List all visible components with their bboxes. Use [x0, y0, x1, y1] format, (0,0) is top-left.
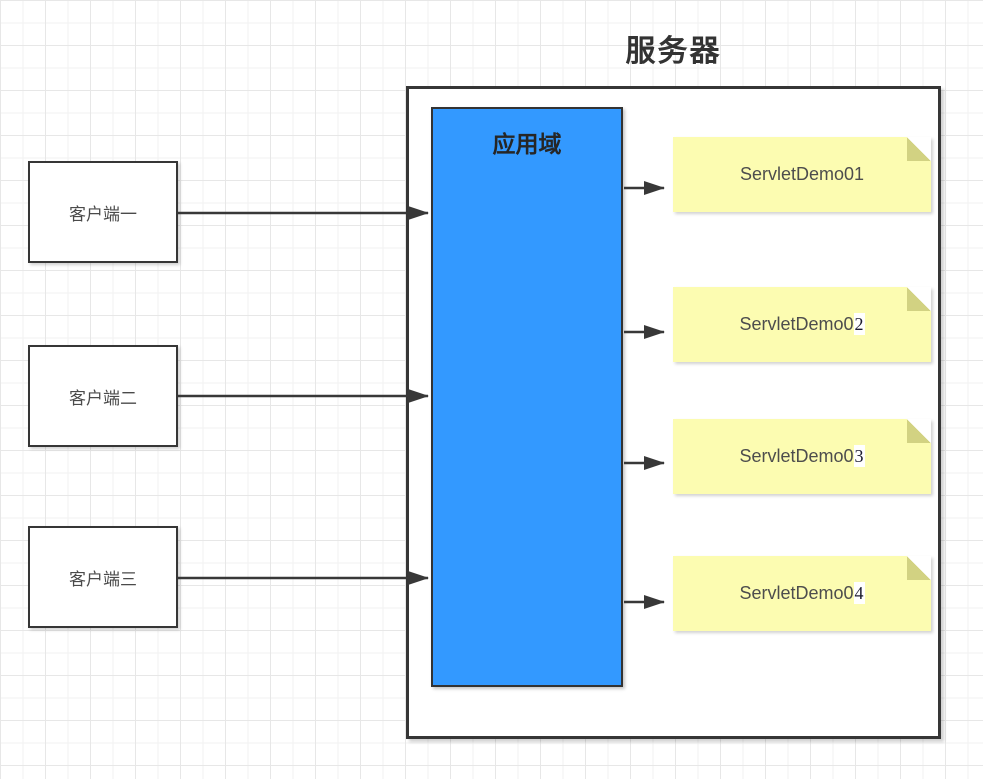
servlet-note-2: ServletDemo02: [673, 287, 931, 362]
app-domain-label: 应用域: [492, 131, 562, 157]
servlet-label-2-suffix: 2: [853, 313, 865, 335]
servlet-note-1: ServletDemo01: [673, 137, 931, 212]
client-box-3: 客户端三: [28, 526, 178, 628]
folded-corner-icon: [907, 556, 931, 580]
app-domain-box: 应用域: [431, 107, 623, 687]
servlet-label-4-suffix: 4: [853, 582, 865, 604]
servlet-label-4: ServletDemo04: [739, 582, 865, 604]
diagram-title: 服务器: [625, 35, 722, 68]
servlet-note-3: ServletDemo03: [673, 419, 931, 494]
folded-corner-icon: [907, 137, 931, 161]
client-box-1: 客户端一: [28, 161, 178, 263]
servlet-label-1: ServletDemo01: [739, 164, 865, 184]
client-box-2: 客户端二: [28, 345, 178, 447]
servlet-note-4: ServletDemo04: [673, 556, 931, 631]
servlet-label-3: ServletDemo03: [739, 445, 865, 467]
client-label-1: 客户端一: [69, 204, 137, 224]
client-label-2: 客户端二: [69, 388, 137, 408]
folded-corner-icon: [907, 287, 931, 311]
client-label-3: 客户端三: [69, 569, 137, 589]
folded-corner-icon: [907, 419, 931, 443]
servlet-label-3-suffix: 3: [853, 445, 865, 467]
servlet-label-2: ServletDemo02: [739, 313, 865, 335]
